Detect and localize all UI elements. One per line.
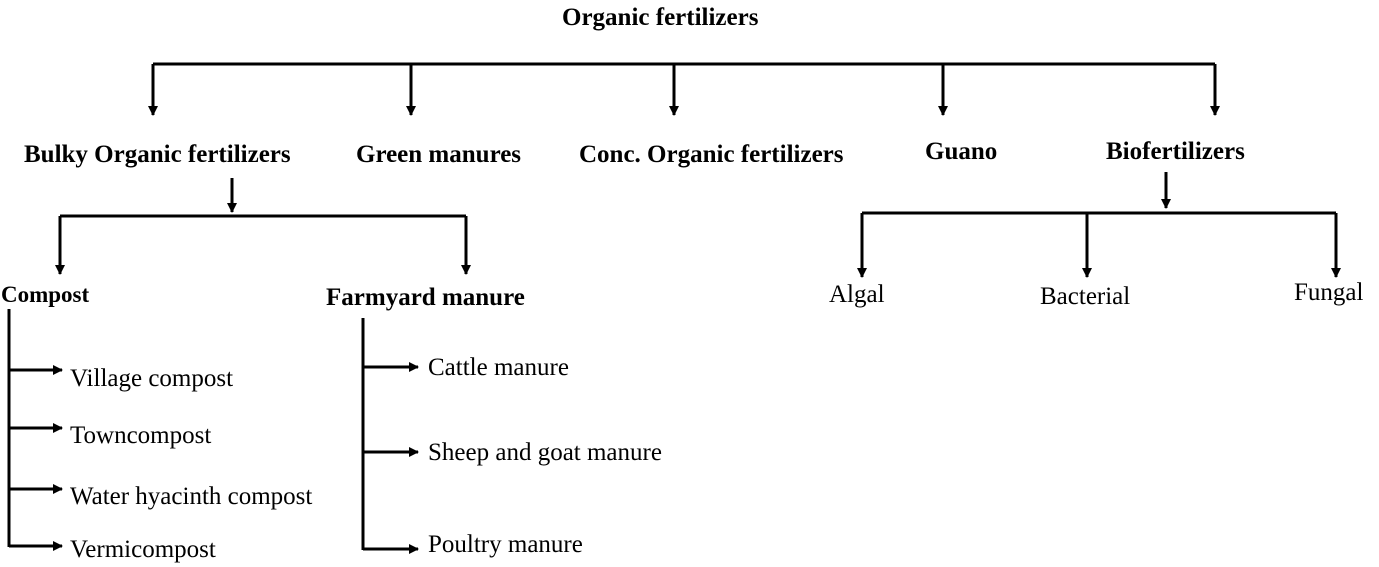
category-green-manures: Green manures bbox=[356, 141, 522, 168]
node-farmyard-manure: Farmyard manure bbox=[326, 284, 525, 311]
compost-item-vermicompost: Vermicompost bbox=[70, 536, 216, 563]
compost-item-village: Village compost bbox=[70, 365, 234, 392]
bio-item-bacterial: Bacterial bbox=[1040, 283, 1131, 310]
category-guano: Guano bbox=[925, 138, 998, 165]
farmyard-item-poultry: Poultry manure bbox=[428, 531, 583, 558]
category-bulky: Bulky Organic fertilizers bbox=[24, 141, 291, 168]
root-title: Organic fertilizers bbox=[562, 4, 759, 31]
compost-item-water-hyacinth: Water hyacinth compost bbox=[70, 483, 313, 510]
farmyard-item-sheep-goat: Sheep and goat manure bbox=[428, 439, 662, 466]
bio-item-fungal: Fungal bbox=[1294, 279, 1364, 306]
bio-item-algal: Algal bbox=[829, 281, 885, 308]
node-compost: Compost bbox=[1, 282, 90, 307]
category-conc: Conc. Organic fertilizers bbox=[579, 141, 844, 168]
compost-item-town: Towncompost bbox=[70, 422, 212, 449]
farmyard-item-cattle: Cattle manure bbox=[428, 354, 569, 381]
category-biofertilizers: Biofertilizers bbox=[1106, 138, 1245, 165]
